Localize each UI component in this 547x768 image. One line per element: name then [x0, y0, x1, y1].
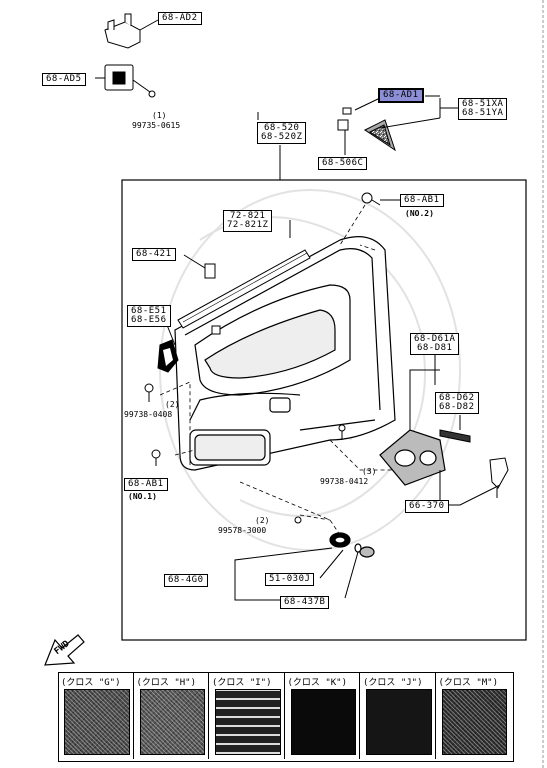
- clip-421: [204, 263, 216, 279]
- door-trim-panel: [174, 236, 396, 471]
- swatch-label: (クロス "K"): [287, 678, 348, 688]
- inner-handle-bezel: [379, 429, 446, 486]
- label-68-ad2: 68-AD2: [158, 12, 202, 25]
- cloth-swatch: [366, 689, 432, 755]
- label-68-421: 68-421: [132, 248, 176, 261]
- part-99738-0412: 99738-0412: [320, 477, 369, 486]
- lock-knob-d62: [439, 429, 471, 443]
- swatch-divider: [132, 673, 134, 759]
- cloth-swatch: [64, 689, 130, 755]
- swatch-label: (クロス "J"): [363, 678, 423, 688]
- cloth-swatch: [441, 689, 507, 755]
- label-68-d62-a: 68-D62: [439, 393, 475, 403]
- cloth-swatch: [139, 689, 205, 755]
- fwd-arrow-icon: [44, 634, 85, 666]
- label-72-821-a: 72-821: [229, 211, 266, 221]
- cloth-swatch-table: [58, 672, 514, 762]
- qty-99735: (1): [152, 111, 167, 120]
- swatch-label: (クロス "M"): [438, 678, 499, 688]
- cover-51-shape: [337, 95, 458, 155]
- part-99735-0615: 99735-0615: [132, 121, 181, 130]
- label-68-506c: 68-506C: [318, 157, 368, 170]
- part-99738-0408: 99738-0408: [124, 410, 173, 419]
- label-68-51xa: 68-51XA: [462, 99, 504, 109]
- lever-370: [489, 457, 509, 489]
- label-68-e51: 68-E51: [131, 306, 167, 316]
- label-68-51: 68-51XA 68-51YA: [458, 98, 508, 120]
- label-68-d61a: 68-D61A: [414, 334, 456, 344]
- qty-left: (2): [165, 400, 180, 409]
- note-no1: (NO.1): [128, 492, 157, 501]
- label-68-d61: 68-D61A 68-D81: [410, 333, 460, 355]
- label-66-370: 66-370: [405, 500, 449, 513]
- swatch-label: (クロス "H"): [136, 678, 197, 688]
- label-51-030j: 51-030J: [265, 573, 315, 586]
- swatch-label: (クロス "G"): [61, 678, 121, 688]
- label-68-d81: 68-D81: [416, 343, 453, 353]
- label-68-ab1-no2: 68-AB1: [400, 194, 444, 207]
- swatch-divider: [208, 673, 209, 759]
- label-68-e56: 68-E56: [131, 315, 167, 325]
- label-68-ab1-no1: 68-AB1: [124, 478, 168, 491]
- clip-ad2-shape: [104, 13, 159, 49]
- speaker-parts: [329, 532, 375, 558]
- label-68-520-z: 68-520Z: [261, 132, 303, 142]
- label-68-d62: 68-D62 68-D82: [435, 392, 479, 414]
- swatch-divider: [434, 673, 436, 759]
- cloth-swatch: [290, 689, 356, 755]
- swatch-divider: [283, 673, 285, 759]
- label-68-520-a: 68-520: [263, 123, 300, 133]
- qty-bottom: (2): [255, 516, 270, 525]
- label-72-821z: 72-821Z: [227, 220, 269, 230]
- label-68-520: 68-520 68-520Z: [257, 122, 307, 144]
- part-99578-3000: 99578-3000: [218, 526, 267, 535]
- clip-ad5-shape: [95, 64, 156, 98]
- label-68-d82: 68-D82: [439, 402, 475, 412]
- assembly-frame: [121, 179, 527, 641]
- label-68-51ya: 68-51YA: [462, 108, 504, 118]
- label-68-ad5: 68-AD5: [42, 73, 86, 86]
- label-72-821: 72-821 72-821Z: [223, 210, 273, 232]
- label-68-ad1-highlighted[interactable]: 68-AD1: [378, 88, 424, 103]
- label-68-e5: 68-E51 68-E56: [127, 305, 171, 327]
- screws: [144, 192, 381, 524]
- label-68-437b: 68-437B: [280, 596, 330, 609]
- cloth-swatch: [215, 689, 281, 755]
- note-no2: (NO.2): [405, 209, 434, 218]
- swatch-label: (クロス "I"): [212, 678, 272, 688]
- label-68-4g0: 68-4G0: [164, 574, 208, 587]
- qty-mid: (3): [362, 467, 377, 476]
- swatch-divider: [359, 673, 360, 759]
